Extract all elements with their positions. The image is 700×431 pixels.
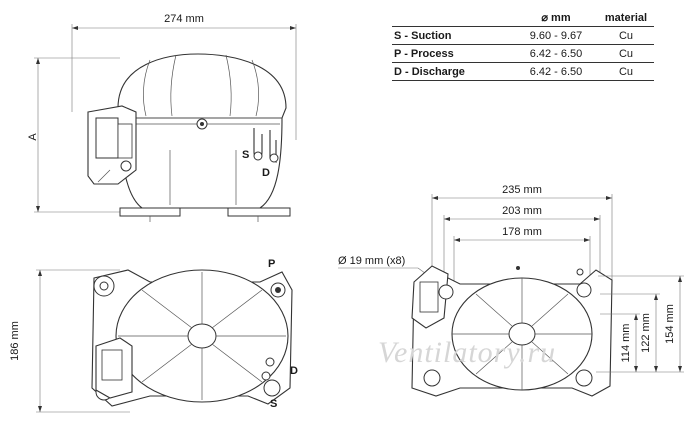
hole-diameter-label: Ø 19 mm (x8) bbox=[338, 255, 405, 267]
spec-row-material: Cu bbox=[598, 44, 654, 63]
top-port-s-label: S bbox=[270, 398, 277, 410]
front-port-s-label: S bbox=[242, 149, 249, 161]
plate-mid-width-label: 203 mm bbox=[502, 205, 542, 217]
height-122-label: 122 mm bbox=[640, 313, 652, 353]
top-port-d-label: D bbox=[290, 365, 298, 377]
spec-header-material: material bbox=[604, 11, 648, 24]
spec-row-diameter: 6.42 - 6.50 bbox=[514, 62, 598, 81]
height-114-label: 114 mm bbox=[620, 324, 632, 363]
spec-row-name: P - Process bbox=[392, 44, 514, 63]
pipe-spec-table: ⌀ mm material S - Suction 9.60 - 9.67 Cu… bbox=[392, 10, 654, 81]
spec-row-diameter: 9.60 - 9.67 bbox=[514, 26, 598, 45]
spec-header-row: ⌀ mm material bbox=[392, 10, 654, 27]
spec-row: D - Discharge 6.42 - 6.50 Cu bbox=[392, 62, 654, 81]
spec-row: S - Suction 9.60 - 9.67 Cu bbox=[392, 26, 654, 45]
height-a-label: A bbox=[27, 133, 39, 141]
height-154-label: 154 mm bbox=[664, 304, 676, 344]
spec-row-name: S - Suction bbox=[392, 26, 514, 45]
front-view: 274 mm A S bbox=[27, 13, 297, 222]
baseplate-view: 235 mm 203 mm 178 mm Ø 19 mm (x8) bbox=[338, 184, 684, 397]
spec-row-diameter: 6.42 - 6.50 bbox=[514, 44, 598, 63]
spec-row-material: Cu bbox=[598, 26, 654, 45]
top-port-p-label: P bbox=[268, 258, 275, 270]
front-port-d-label: D bbox=[262, 167, 270, 179]
spec-header-diameter: ⌀ mm bbox=[541, 12, 571, 24]
spec-row-name: D - Discharge bbox=[392, 62, 514, 81]
top-view: 186 mm P D S bbox=[9, 258, 298, 413]
plate-inner-width-label: 178 mm bbox=[502, 226, 542, 238]
spec-row-material: Cu bbox=[598, 62, 654, 81]
watermark: Ventilatory.ru bbox=[378, 336, 556, 369]
width-dimension-label: 274 mm bbox=[164, 13, 204, 25]
spec-row: P - Process 6.42 - 6.50 Cu bbox=[392, 44, 654, 63]
spec-header-name bbox=[392, 10, 514, 27]
depth-dimension-label: 186 mm bbox=[9, 321, 21, 361]
plate-outer-width-label: 235 mm bbox=[502, 184, 542, 196]
